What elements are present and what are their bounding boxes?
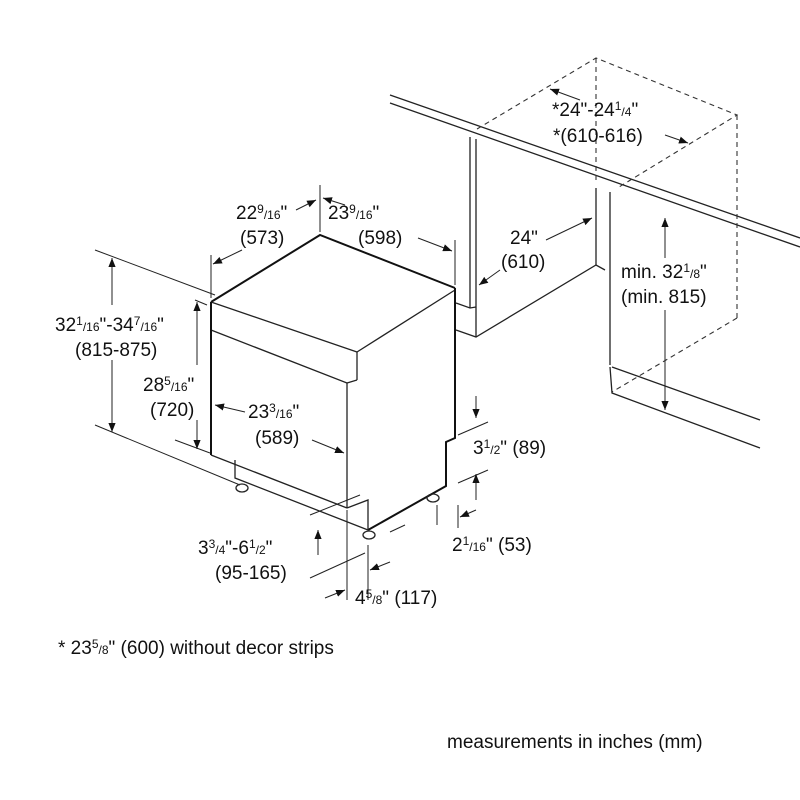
total-height-label: 321/16"-347/16" — [55, 314, 164, 336]
leveling-foot — [362, 530, 376, 540]
leg-adjust-label: 33/4"-61/2" — [198, 537, 272, 559]
dishwasher — [210, 233, 456, 540]
foot-offset-label: 21/16" (53) — [452, 534, 532, 556]
width-top-mm: (598) — [358, 228, 402, 249]
toe-depth-label: 45/8" (117) — [355, 587, 437, 609]
door-width-label: 233/16" — [248, 401, 299, 423]
niche-height-label: min. 321/8" — [621, 261, 707, 283]
left-cabinet-panel — [455, 137, 606, 338]
door-height-mm: (720) — [150, 400, 194, 421]
countertop — [389, 94, 800, 248]
depth-door-label: 229/16" — [236, 202, 287, 224]
units-note: measurements in inches (mm) — [447, 732, 703, 753]
door-height-label: 285/16" — [143, 374, 194, 396]
niche-width-mm: (610) — [501, 252, 545, 273]
right-cabinet-panel — [595, 188, 761, 449]
niche-depth-mm: *(610-616) — [553, 126, 643, 147]
dimension-lines — [94, 88, 689, 600]
leg-adjust-mm: (95-165) — [215, 563, 287, 584]
niche-outline — [476, 57, 739, 393]
depth-door-mm: (573) — [240, 228, 284, 249]
niche-height-mm: (min. 815) — [621, 287, 707, 308]
footnote: * 235/8" (600) without decor strips — [58, 637, 334, 659]
niche-width-label: 24" — [510, 228, 538, 249]
toe-kick-height-label: 31/2" (89) — [473, 437, 546, 459]
width-top-label: 239/16" — [328, 202, 379, 224]
leveling-foot — [235, 483, 249, 493]
total-height-mm: (815-875) — [75, 340, 157, 361]
niche-depth-label: *24"-241/4" — [552, 99, 638, 121]
door-width-mm: (589) — [255, 428, 299, 449]
leveling-foot — [426, 493, 440, 503]
